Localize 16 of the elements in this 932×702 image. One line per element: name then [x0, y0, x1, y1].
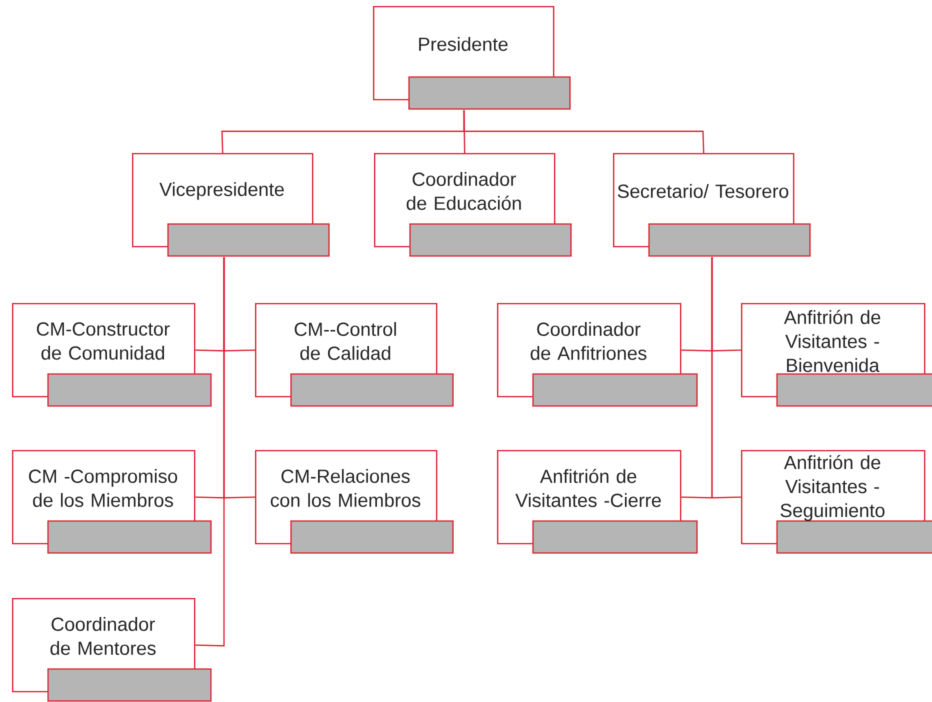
- position-box: Coordinador de Mentores: [12, 598, 212, 702]
- position-box: CM -Compromiso de los Miembros: [12, 450, 212, 554]
- position-box: Anfitrión de Visitantes - Bienvenida: [741, 303, 932, 407]
- connector-line: [711, 257, 742, 498]
- position-box: CM--Control de Calidad: [255, 303, 454, 407]
- position-box: Secretario/ Tesorero: [613, 153, 811, 257]
- position-box: Anfitrión de Visitantes - Seguimiento: [741, 450, 932, 554]
- position-box: CM-Constructor de Comunidad: [12, 303, 212, 407]
- position-box: Coordinador de Educación: [374, 153, 572, 257]
- position-box: CM-Relaciones con los Miembros: [255, 450, 454, 554]
- connector-line: [463, 110, 704, 154]
- position-box: Presidente: [373, 6, 571, 110]
- position-box: Coordinador de Anfitriones: [497, 303, 698, 407]
- position-box: Vicepresidente: [132, 153, 330, 257]
- position-box: Anfitrión de Visitantes -Cierre: [497, 450, 698, 554]
- connector-line: [195, 257, 225, 646]
